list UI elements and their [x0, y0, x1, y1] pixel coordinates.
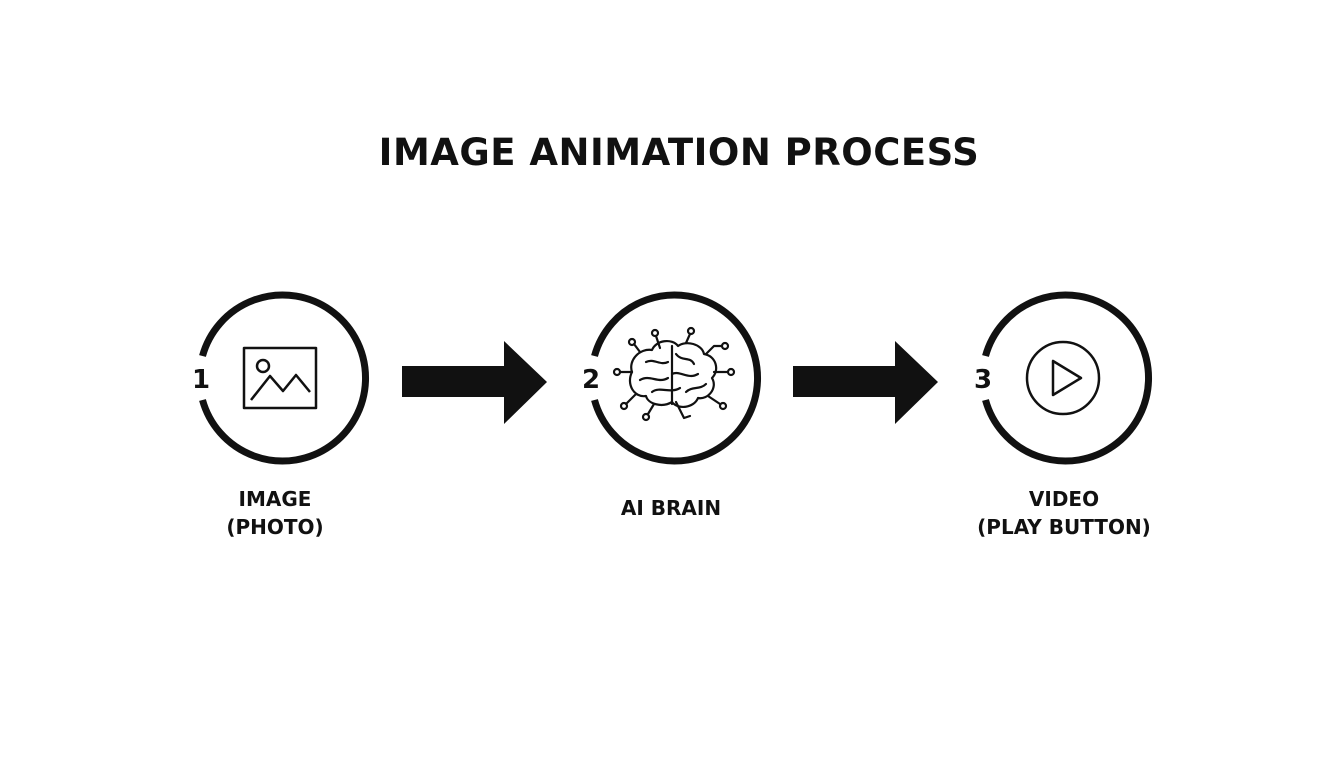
step-2-number: 2: [581, 365, 601, 395]
arrow-right-icon: [402, 341, 547, 424]
step-1-label: IMAGE (PHOTO): [145, 485, 405, 541]
step-1-label-line2: (PHOTO): [226, 515, 324, 539]
step-3-circle: [982, 291, 1152, 465]
step-1-label-line1: IMAGE: [238, 487, 312, 511]
step-2-label-line1: AI BRAIN: [620, 496, 722, 520]
play-button-icon: [1025, 340, 1101, 416]
image-photo-icon: [242, 346, 318, 410]
step-3-number: 3: [973, 365, 993, 395]
arrow-right-icon: [793, 341, 938, 424]
step-2-label: AI BRAIN: [541, 494, 801, 522]
ai-brain-icon: [612, 326, 736, 422]
step-1-number: 1: [191, 365, 211, 395]
step-1-circle: [199, 291, 369, 465]
step-3-label-line1: VIDEO: [1028, 487, 1100, 511]
diagram-title: IMAGE ANIMATION PROCESS: [378, 131, 980, 174]
step-3-label: VIDEO (PLAY BUTTON): [934, 485, 1194, 541]
step-2-circle: [591, 291, 761, 465]
step-3-label-line2: (PLAY BUTTON): [977, 515, 1151, 539]
